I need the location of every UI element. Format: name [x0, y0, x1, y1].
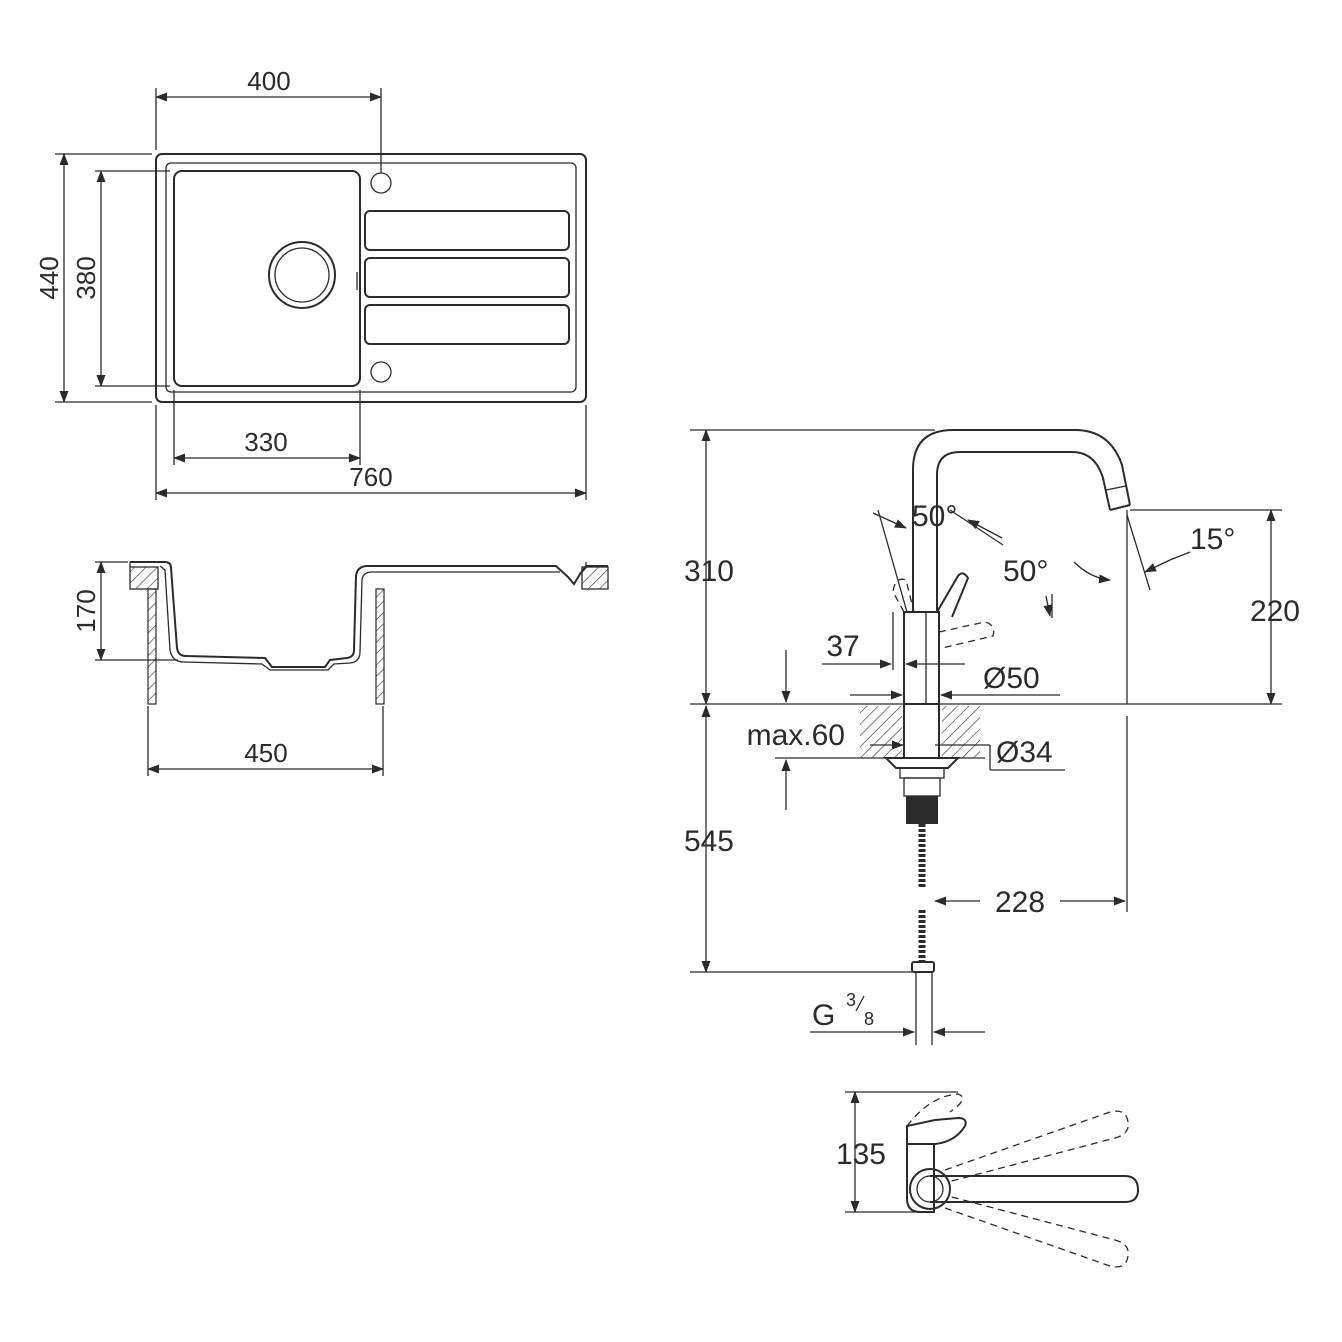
deck-section-left [860, 706, 902, 758]
sink-profile [130, 561, 608, 668]
faucet-handle-top [906, 1116, 967, 1145]
cabinet-wall-left [147, 588, 157, 705]
dim-37: 37 [826, 630, 859, 663]
tap-hole-bottom [370, 361, 392, 383]
dim-400: 400 [247, 66, 290, 96]
cabinet-wall-right [375, 588, 385, 705]
dim-228: 228 [995, 886, 1045, 919]
dim-310: 310 [684, 555, 734, 588]
connection-thread-numerator: 3 [846, 990, 856, 1010]
faucet-top-view: 135 [836, 1091, 1140, 1268]
faucet-spout [912, 429, 1131, 612]
connection-thread-letter: G [812, 999, 835, 1032]
tap-hole-top [370, 172, 392, 194]
angle-50-left: 50° [912, 500, 957, 533]
angle-50-right: 50° [1003, 555, 1048, 588]
sink-outline [155, 153, 587, 403]
drainer-rib-3 [364, 304, 570, 345]
drainer-rib-2 [364, 257, 570, 298]
drainer-rib-1 [364, 210, 570, 251]
countertop-left [129, 566, 159, 590]
dim-diameter-50: Ø50 [983, 662, 1040, 695]
dim-330: 330 [244, 427, 287, 457]
countertop-right [581, 566, 609, 590]
faucet-side-view: 50° 50° 15° 310 220 37 Ø50 [684, 429, 1300, 1045]
dim-diameter-34: Ø34 [996, 736, 1053, 769]
dim-440: 440 [34, 256, 64, 299]
angle-15: 15° [1190, 523, 1235, 556]
shank-thread [906, 796, 938, 824]
spout-pivot [909, 1168, 951, 1210]
sink-section-view: 170 450 [71, 561, 609, 776]
faucet-spout-top [930, 1175, 1140, 1203]
dim-max60: max.60 [747, 719, 845, 752]
sink-bowl [173, 170, 361, 387]
dim-170: 170 [71, 589, 101, 632]
angle-arrow-right [967, 519, 1003, 539]
sink-inner-rim [165, 162, 577, 393]
dim-220: 220 [1250, 595, 1300, 628]
faucet-body [903, 611, 940, 705]
deck-section-right [942, 706, 980, 758]
faucet-handle [936, 572, 970, 618]
sink-top-view: 400 440 380 330 760 [34, 66, 587, 500]
angle-arrow-left [872, 512, 907, 529]
dim-380: 380 [71, 256, 101, 299]
dim-545: 545 [684, 825, 734, 858]
drain-inner [274, 247, 330, 303]
connection-thread-denominator: 8 [864, 1009, 874, 1029]
dim-135: 135 [836, 1138, 886, 1171]
dim-450: 450 [244, 738, 287, 768]
dim-760: 760 [349, 462, 392, 492]
drain-outer [268, 241, 336, 309]
